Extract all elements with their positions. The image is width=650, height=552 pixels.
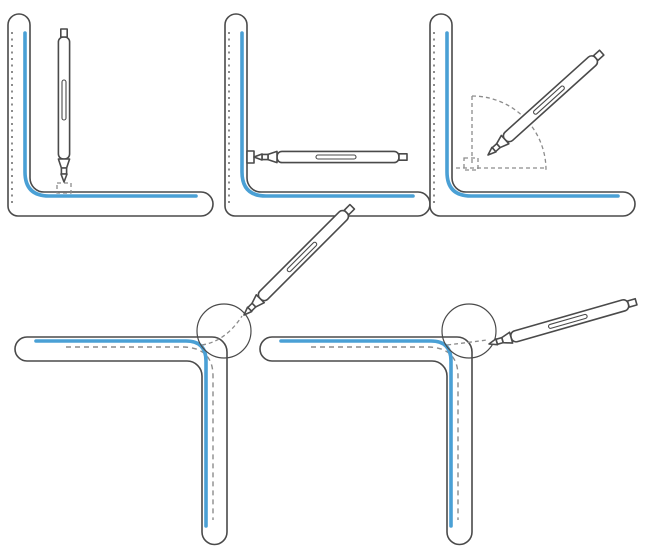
dock-slot-dashes: [463, 157, 479, 171]
panel-stylus-stored: [6, 12, 215, 218]
device-unfolded: [258, 302, 498, 547]
panel-stylus-removal: [428, 12, 637, 218]
panel-stylus-horizontal: [223, 12, 432, 218]
mount-nub: [246, 150, 255, 164]
device-folded: [223, 12, 432, 218]
stylus: [486, 295, 639, 351]
stylus: [253, 150, 408, 164]
dock-slot-dashes: [56, 182, 72, 194]
stylus: [483, 47, 607, 160]
ejection-path-dashes: [201, 315, 243, 346]
ejection-path-dashes: [446, 339, 488, 346]
stylus: [57, 28, 71, 183]
stylus: [239, 202, 357, 320]
panel-corner-steep: [13, 202, 357, 547]
device-folded: [6, 12, 215, 218]
panel-corner-shallow: [258, 295, 639, 547]
